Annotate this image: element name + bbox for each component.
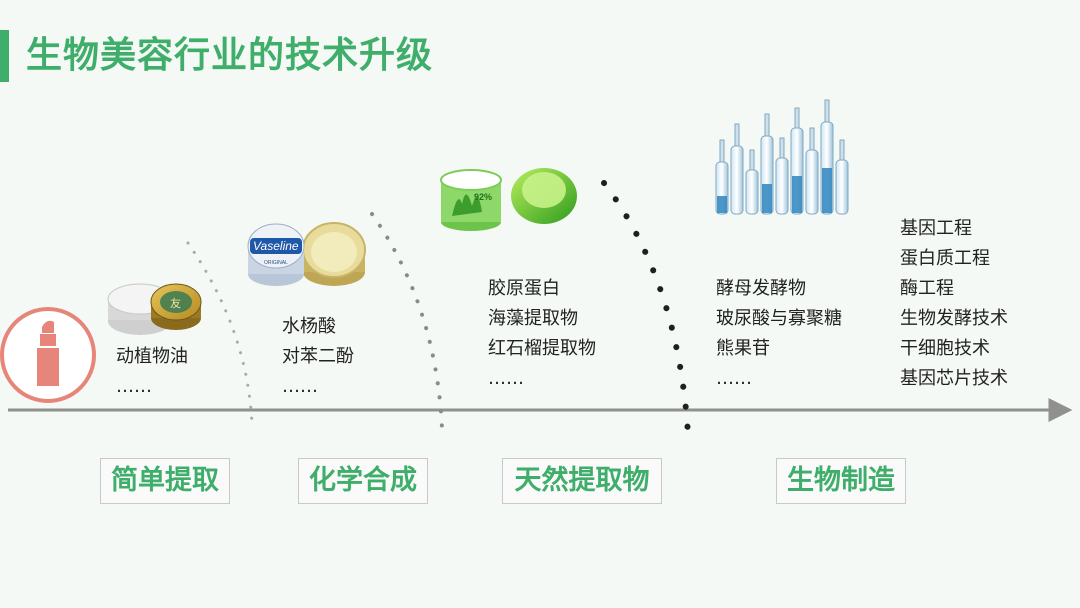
list-item: 水杨酸	[282, 316, 336, 337]
vaseline-tin-image: Vaseline ORIGINAL	[247, 222, 366, 286]
list-item: 蛋白质工程	[900, 248, 990, 269]
vaseline-subtext: ORIGINAL	[264, 260, 288, 266]
list-item: 熊果苷	[716, 338, 770, 359]
list-item: ……	[282, 376, 318, 397]
stage-4-items: 酵母发酵物 玻尿酸与寡聚糖 熊果苷 ……	[716, 274, 842, 394]
list-item: 胶原蛋白	[488, 278, 560, 299]
page-title: 生物美容行业的技术升级	[26, 35, 434, 76]
list-item: 基因芯片技术	[900, 368, 1008, 389]
stage-3-items: 胶原蛋白 海藻提取物 红石榴提取物 ……	[488, 274, 596, 394]
stage-2-items: 水杨酸 对苯二酚 ……	[282, 312, 354, 402]
aloe-jar-percent: 92%	[474, 192, 492, 202]
list-item: ……	[488, 368, 524, 389]
stage-4-tech-items: 基因工程 蛋白质工程 酶工程 生物发酵技术 干细胞技术 基因芯片技术	[900, 214, 1008, 394]
aloe-gel-jar-image: 92%	[440, 168, 577, 231]
stage-1-items: 动植物油 ……	[116, 342, 188, 402]
list-item: 红石榴提取物	[488, 338, 596, 359]
balm-tin-mark: 友	[170, 296, 181, 310]
list-item: ……	[116, 376, 152, 397]
list-item: 干细胞技术	[900, 338, 990, 359]
separator-arc-3	[601, 180, 691, 437]
list-item: 基因工程	[900, 218, 972, 239]
lipstick-icon	[0, 307, 96, 403]
list-item: 动植物油	[116, 346, 188, 367]
stage-label-natural-extracts: 天然提取物	[502, 458, 662, 504]
list-item: 海藻提取物	[488, 308, 578, 329]
ampoules-image	[715, 99, 849, 215]
list-item: 对苯二酚	[282, 346, 354, 367]
list-item: 玻尿酸与寡聚糖	[716, 308, 842, 329]
list-item: 生物发酵技术	[900, 308, 1008, 329]
balm-tin-image: 友	[107, 283, 202, 335]
separator-arc-2	[370, 212, 444, 430]
vaseline-brand-text: Vaseline	[253, 239, 299, 253]
stage-label-bio-manufacturing: 生物制造	[776, 458, 906, 504]
title-accent-bar	[0, 30, 9, 82]
separator-arc-1	[186, 241, 254, 427]
stage-label-simple-extraction: 简单提取	[100, 458, 230, 504]
list-item: 酶工程	[900, 278, 954, 299]
stage-label-chemical-synthesis: 化学合成	[298, 458, 428, 504]
list-item: 酵母发酵物	[716, 278, 806, 299]
list-item: ……	[716, 368, 752, 389]
